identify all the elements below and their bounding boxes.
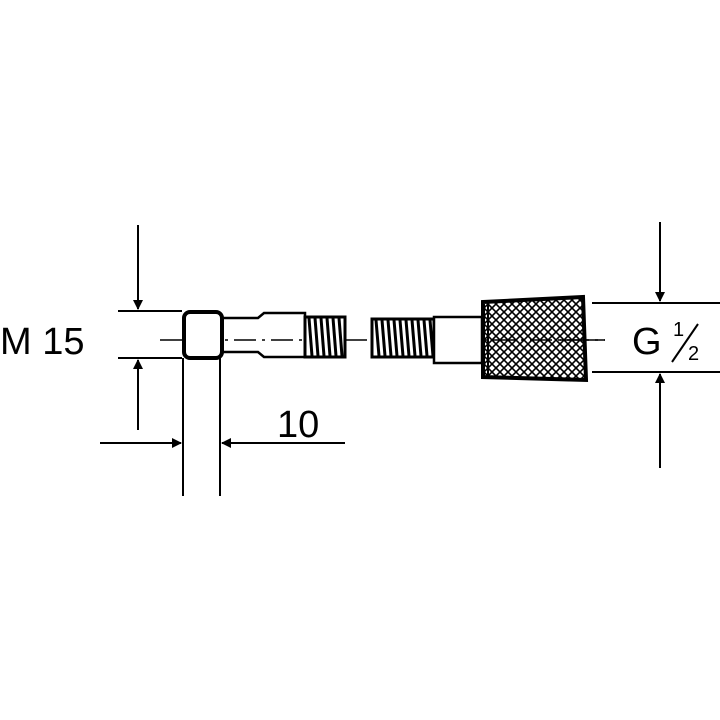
- thread-left: [303, 315, 347, 359]
- thread-line: [380, 319, 387, 357]
- m15-label: M 15: [0, 321, 84, 363]
- thread-line: [319, 317, 326, 357]
- thread-line: [325, 317, 332, 357]
- hex-nut: [182, 310, 224, 360]
- thread-line: [374, 319, 381, 357]
- thread-line: [313, 317, 320, 357]
- thread-line: [428, 319, 435, 357]
- fitting-body: [222, 311, 307, 359]
- thread-line: [331, 317, 338, 357]
- thread-line: [386, 319, 393, 357]
- g-fraction-numerator: 1: [673, 319, 684, 341]
- g-label: G: [632, 321, 662, 363]
- thread-line: [416, 319, 423, 357]
- thread-line: [398, 319, 405, 357]
- g-fraction-denominator: 2: [688, 343, 699, 365]
- thread-line: [337, 317, 344, 357]
- length-dimension: [100, 358, 345, 496]
- m15-dimension: [118, 225, 182, 430]
- thread-line: [392, 319, 399, 357]
- knurled-nut: [481, 294, 589, 383]
- thread-line: [307, 317, 314, 357]
- thread-right: [370, 317, 436, 359]
- thread-line: [404, 319, 411, 357]
- thread-line: [422, 319, 429, 357]
- length-label: 10: [277, 404, 319, 446]
- thread-line: [410, 319, 417, 357]
- collar: [432, 315, 484, 365]
- g-half-dimension: [592, 222, 720, 468]
